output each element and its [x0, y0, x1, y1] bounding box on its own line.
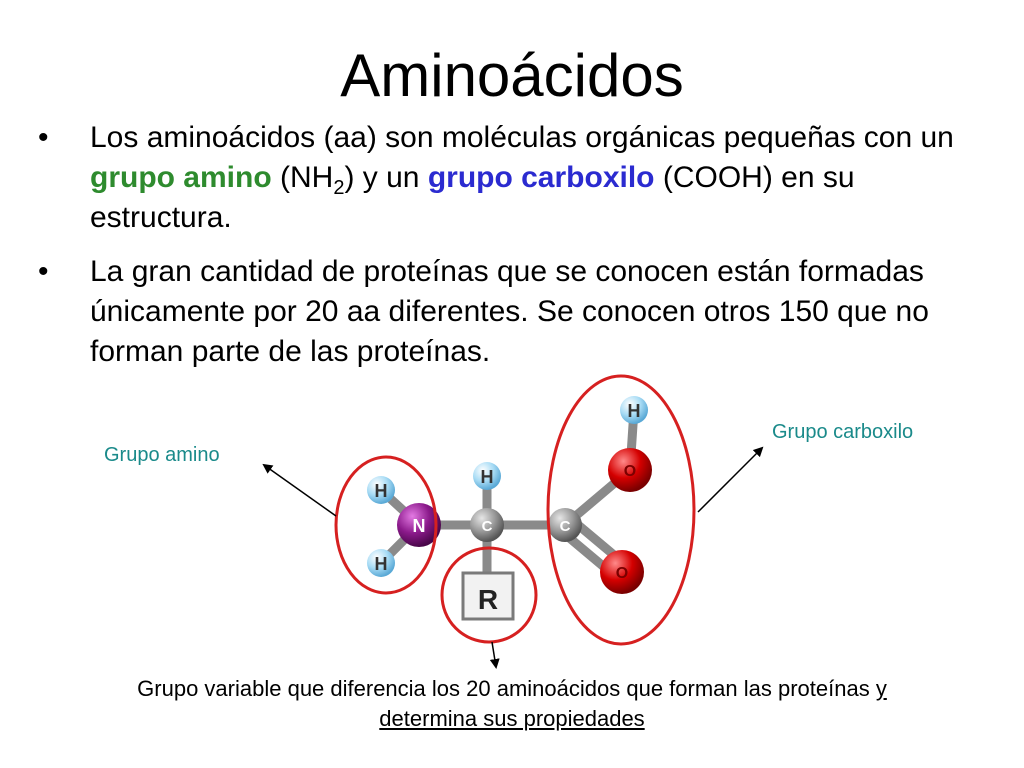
bullet-list: • Los aminoácidos (aa) son moléculas org… — [38, 118, 998, 386]
atom-label: C — [482, 518, 493, 535]
term-grupo-carboxilo: grupo carboxilo — [427, 161, 655, 194]
bullet-text-part: Los aminoácidos (aa) son moléculas orgán… — [90, 121, 954, 154]
subscript-2: 2 — [333, 177, 345, 199]
atom-label: N — [413, 516, 426, 536]
caption-text-line2: determina sus propiedades — [379, 706, 645, 731]
slide-title: Aminoácidos — [340, 42, 684, 109]
label-grupo-carboxilo: Grupo carboxilo — [772, 421, 914, 443]
atom-oxygen-carbonyl: O — [600, 550, 644, 594]
atom-label: H — [375, 481, 388, 501]
bullet-item-proteins: • La gran cantidad de proteínas que se c… — [38, 252, 998, 372]
bullet-marker: • — [38, 255, 49, 288]
atom-h-amino-bottom: H — [367, 549, 395, 577]
atom-nitrogen: N — [397, 503, 441, 547]
bullet-text-part: (NH — [271, 161, 334, 194]
atom-label: O — [616, 565, 628, 582]
caption-text: Grupo variable que diferencia los 20 ami… — [137, 676, 876, 701]
atom-h-amino-top: H — [367, 476, 395, 504]
atom-h-hydroxyl: H — [620, 396, 648, 424]
carboxyl-group-ellipse — [546, 374, 696, 646]
atom-oxygen-hydroxyl: O — [608, 448, 652, 492]
label-grupo-amino: Grupo amino — [104, 444, 220, 466]
atom-carbon-alpha: C — [470, 508, 504, 542]
arrow-to-caption — [489, 641, 500, 669]
bullet-text: La gran cantidad de proteínas que se con… — [90, 255, 929, 368]
atom-label: H — [481, 467, 494, 487]
atom-h-alpha: H — [473, 462, 501, 490]
r-group-caption: Grupo variable que diferencia los 20 ami… — [60, 674, 964, 734]
term-grupo-amino: grupo amino — [90, 161, 272, 194]
atom-label: O — [624, 463, 636, 480]
bullet-item-definition: • Los aminoácidos (aa) son moléculas org… — [38, 118, 998, 238]
arrow-to-carboxyl-label — [697, 446, 764, 513]
r-group-label: R — [478, 584, 498, 615]
r-group-circle — [440, 546, 538, 644]
bullet-text-part: ) y un — [344, 161, 428, 194]
bullet-marker: • — [38, 121, 49, 154]
arrow-to-amino-label — [262, 463, 337, 517]
atom-label: H — [375, 554, 388, 574]
bullet-text-part: (COOH) en su estructura. — [90, 161, 855, 234]
atom-carbon-carboxyl: C — [548, 508, 582, 542]
amino-group-ellipse — [334, 455, 438, 595]
atom-label: C — [560, 518, 571, 535]
caption-text-underlined: y — [875, 676, 887, 701]
atom-label: H — [628, 401, 641, 421]
r-group-box — [461, 571, 515, 621]
